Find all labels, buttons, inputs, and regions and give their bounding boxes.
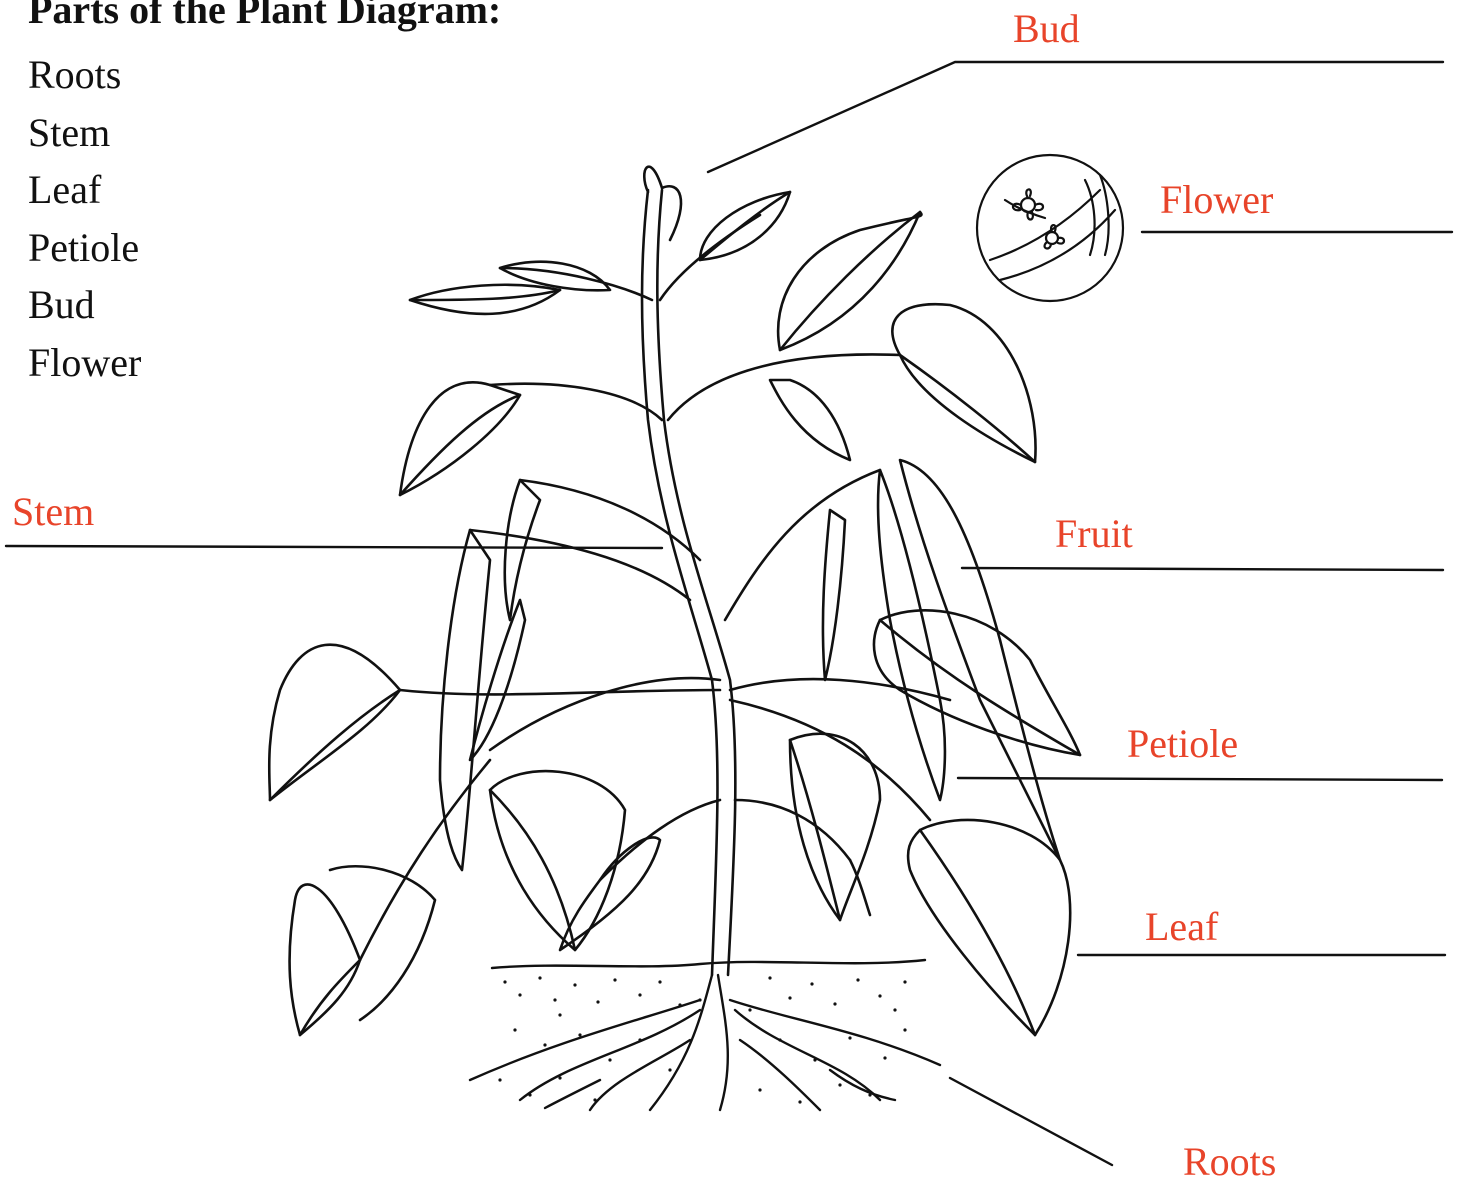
petiole-leader-line [958, 778, 1442, 780]
leaf-left-bottom [290, 884, 360, 1035]
label-roots: Roots [1183, 1138, 1276, 1185]
leaf-upper-right [778, 212, 921, 350]
roots [470, 975, 940, 1110]
leaf-left-low [269, 645, 400, 800]
label-flower: Flower [1160, 176, 1273, 223]
flower-inset [977, 155, 1123, 301]
label-bud: Bud [1013, 5, 1080, 52]
fruit-left-1 [440, 530, 490, 870]
main-stem [642, 190, 735, 975]
fruits [440, 460, 1060, 915]
leaf-small-center [560, 837, 660, 950]
label-petiole: Petiole [1127, 720, 1238, 767]
leaf-center-low-right [790, 734, 880, 920]
fruit-right-3 [900, 460, 1060, 860]
leaf-right-low [908, 820, 1070, 1035]
leaves [269, 192, 1080, 1035]
leaf-center-low-left [490, 771, 625, 950]
label-stem: Stem [12, 488, 94, 535]
fruit-leader-line [962, 568, 1443, 570]
fruit-right-2 [823, 510, 845, 680]
roots-leader-line [950, 1078, 1112, 1165]
label-leaf: Leaf [1145, 903, 1218, 950]
soil-speckles [498, 976, 906, 1103]
label-fruit: Fruit [1055, 510, 1133, 557]
terminal-bud [644, 167, 681, 240]
fruit-left-2 [505, 480, 540, 620]
bud-leader-line [708, 62, 1443, 172]
leaf-right-big [892, 304, 1035, 462]
leaf-center-mid [770, 380, 850, 460]
branches [360, 215, 950, 960]
leaf-left-hanging [330, 866, 435, 1020]
leaf-left-mid [400, 382, 520, 495]
fruit-right-1 [878, 470, 945, 800]
